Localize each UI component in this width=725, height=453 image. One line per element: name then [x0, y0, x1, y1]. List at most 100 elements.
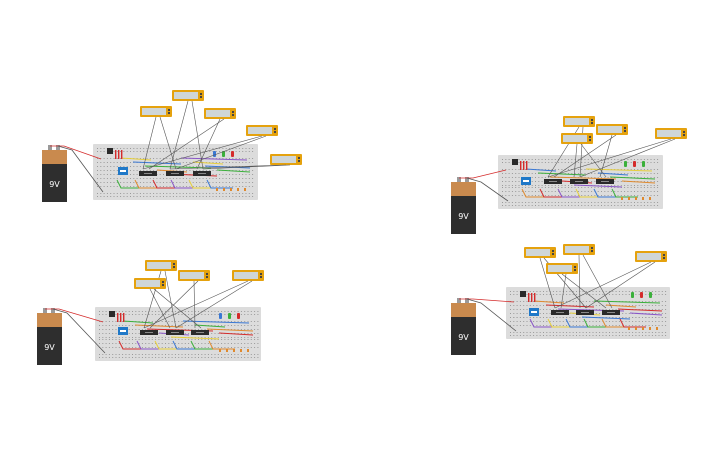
battery-top — [37, 313, 62, 327]
battery-9v: 9V — [451, 177, 476, 234]
power-switch[interactable] — [107, 148, 113, 154]
breadboard-holes — [502, 159, 659, 206]
led-indicator — [635, 197, 637, 200]
resistor — [534, 293, 536, 302]
display-probe[interactable] — [561, 133, 607, 178]
power-switch[interactable] — [512, 159, 518, 165]
led — [631, 292, 634, 298]
probe-wire — [553, 134, 617, 178]
probe-wire — [585, 261, 656, 309]
led — [642, 161, 645, 167]
probe-wire — [539, 257, 556, 309]
circuit-bottom-left: 9V — [37, 260, 264, 365]
battery-terminal — [51, 308, 55, 313]
display-probe[interactable] — [553, 124, 628, 178]
led — [633, 161, 636, 167]
resistor — [528, 293, 530, 302]
board-wires — [118, 320, 254, 350]
probe-wire — [582, 254, 613, 309]
battery-body — [451, 196, 476, 234]
led-indicator — [216, 188, 218, 191]
display-probe[interactable] — [140, 106, 177, 170]
probe-wire — [169, 164, 287, 170]
led-indicator — [628, 197, 630, 200]
display-screen — [565, 246, 589, 253]
display-probe[interactable] — [546, 263, 607, 309]
probe-wire — [599, 134, 613, 178]
led-indicator — [656, 327, 658, 330]
battery-terminal — [465, 298, 469, 303]
resistor — [123, 313, 125, 322]
display-screen — [174, 92, 198, 99]
led-indicator — [219, 349, 221, 352]
led-indicator — [223, 188, 225, 191]
battery-terminal — [465, 177, 469, 182]
probe-wire — [169, 100, 189, 170]
battery-lead-red — [45, 308, 104, 323]
probe-wire — [202, 164, 291, 170]
display-probe[interactable] — [554, 251, 667, 309]
probe-wire — [149, 288, 171, 329]
display-probe[interactable] — [169, 90, 204, 170]
display-probe[interactable] — [134, 278, 202, 329]
display-screen — [136, 280, 160, 287]
probe-wire — [579, 138, 676, 178]
probe-wire — [142, 116, 157, 170]
led-indicator — [237, 188, 239, 191]
probe-wire — [153, 288, 202, 329]
battery-lead-black — [52, 308, 106, 354]
display-probe[interactable] — [169, 154, 302, 170]
battery-top — [451, 303, 476, 317]
battery-lead-black — [57, 145, 104, 193]
power-switch[interactable] — [109, 311, 115, 317]
led — [640, 292, 643, 298]
board-wires — [521, 168, 656, 198]
display-screen — [206, 110, 230, 117]
led-indicator — [635, 327, 637, 330]
display-probe[interactable] — [142, 125, 278, 170]
display-screen — [147, 262, 171, 269]
display-probe[interactable] — [148, 108, 236, 170]
probe-wire — [196, 118, 221, 170]
battery-lead-red — [50, 145, 102, 160]
battery-lead-red — [459, 298, 515, 303]
battery-label: 9V — [44, 343, 55, 352]
battery-terminal — [457, 298, 461, 303]
led-indicator — [244, 188, 246, 191]
resistor — [520, 161, 522, 170]
resistor — [120, 313, 122, 322]
power-switch[interactable] — [520, 291, 526, 297]
display-screen — [526, 249, 550, 256]
led — [231, 151, 234, 157]
display-screen — [657, 130, 681, 137]
led — [624, 161, 627, 167]
battery-body — [451, 317, 476, 355]
display-screen — [180, 272, 204, 279]
battery-terminal — [457, 177, 461, 182]
led — [219, 313, 222, 319]
display-probe[interactable] — [547, 116, 595, 178]
display-probe[interactable] — [524, 247, 587, 309]
probe-wire — [578, 254, 581, 309]
battery-9v: 9V — [451, 298, 476, 355]
led — [228, 313, 231, 319]
battery-lead-black — [466, 298, 517, 332]
display-probe[interactable] — [143, 270, 264, 329]
probe-wire — [143, 280, 249, 329]
led — [213, 151, 216, 157]
display-screen — [142, 108, 166, 115]
display-probe[interactable] — [547, 128, 687, 178]
display-probe[interactable] — [143, 260, 177, 329]
led-indicator — [649, 327, 651, 330]
led-indicator — [226, 349, 228, 352]
led-indicator — [247, 349, 249, 352]
led — [649, 292, 652, 298]
battery-terminal — [56, 145, 60, 150]
resistor — [526, 161, 528, 170]
battery-9v: 9V — [42, 145, 67, 202]
led-indicator — [240, 349, 242, 352]
display-probe[interactable] — [563, 244, 613, 309]
display-probe[interactable] — [149, 270, 210, 329]
resistor — [117, 313, 119, 322]
